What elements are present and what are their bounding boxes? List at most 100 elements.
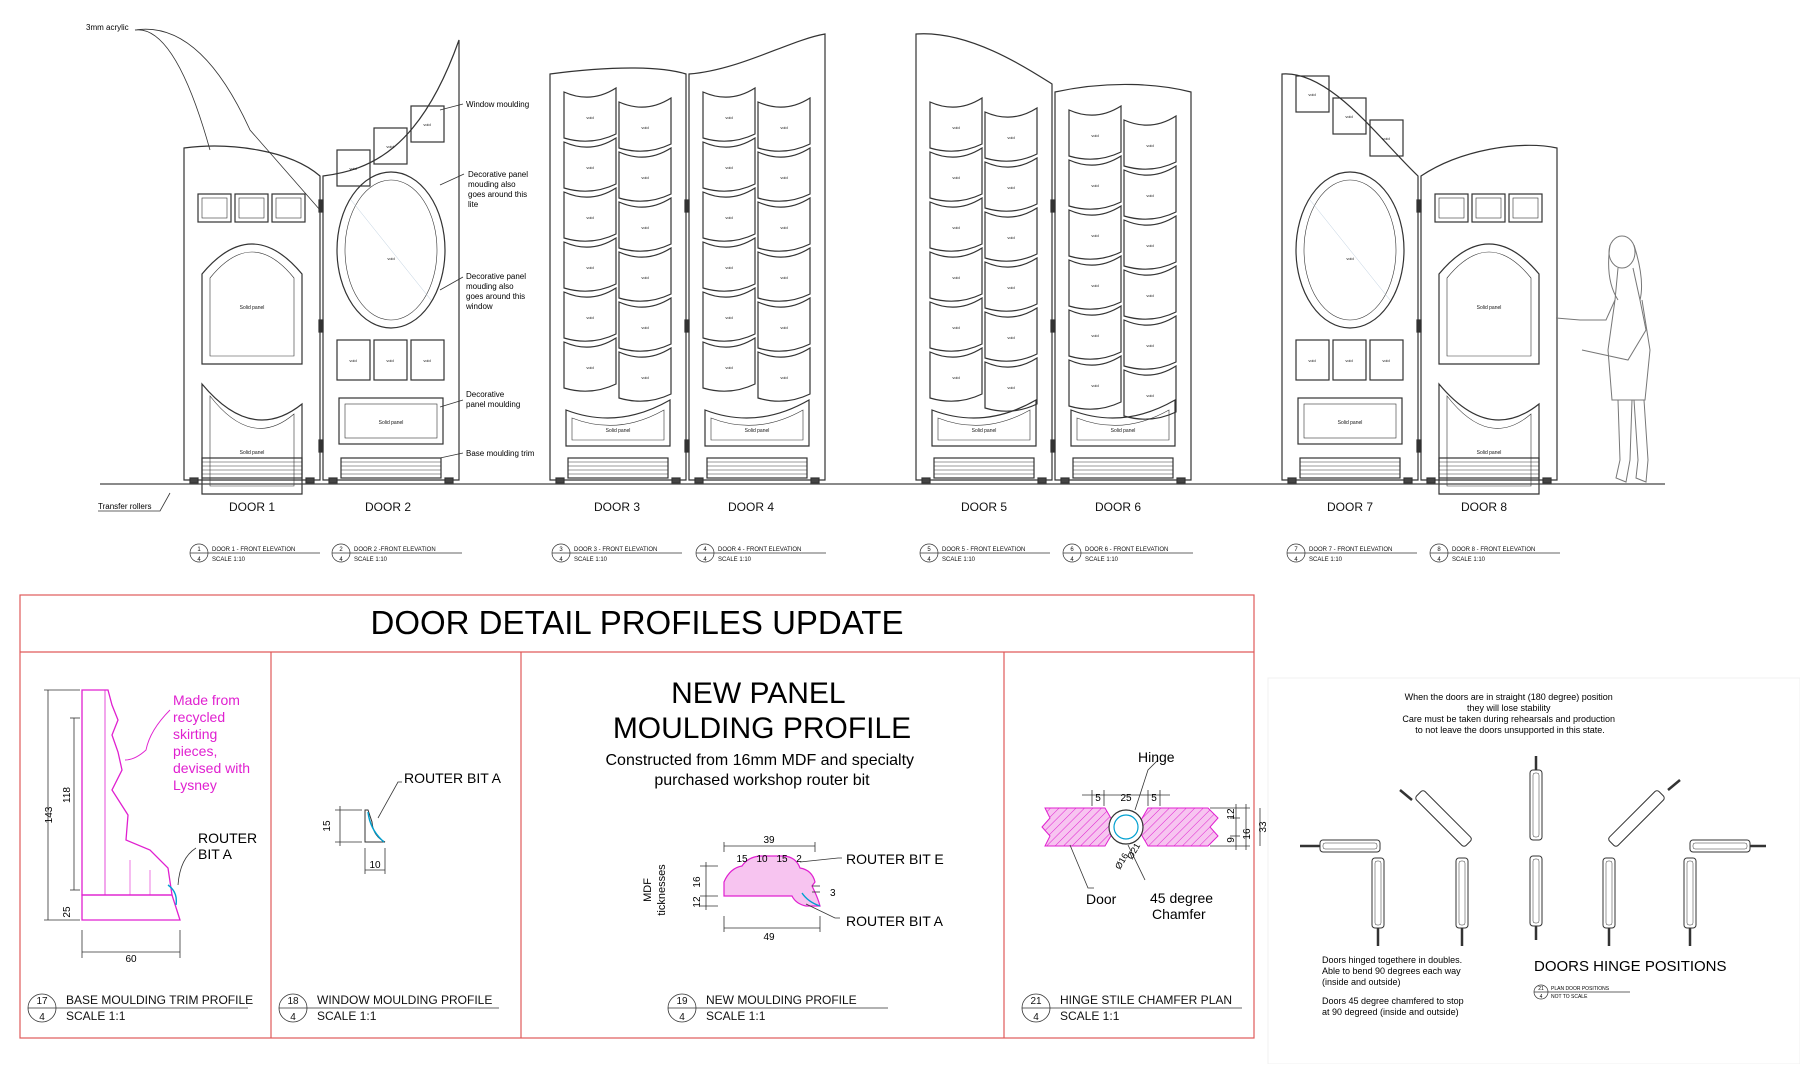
- plan-door: [1415, 790, 1472, 847]
- callout-base-trim: Base moulding trim: [466, 449, 535, 458]
- dim-hinge-e: 9: [1226, 837, 1237, 843]
- base-moulding: [340, 457, 442, 479]
- roller: [555, 477, 565, 484]
- void-label: void: [1007, 335, 1014, 340]
- glass-reflection: [1309, 199, 1391, 301]
- hinge-sheet: 4: [1540, 994, 1543, 1000]
- title-text: DOOR 5 - FRONT ELEVATION: [942, 547, 1025, 553]
- base-moulding: [706, 457, 808, 479]
- wave-lite: [984, 356, 1038, 412]
- roller: [1403, 477, 1413, 484]
- upper-solid-panel: [1438, 243, 1540, 365]
- solid-panel-label: Solid panel: [1477, 305, 1502, 311]
- wave-lite: [563, 236, 617, 292]
- panel-mdf-label-2: ticknesses: [656, 864, 668, 916]
- hinge-note-1: Doors hinged togethere in doubles. Able …: [1322, 955, 1465, 987]
- roller: [305, 477, 315, 484]
- title-text: DOOR 1 - FRONT ELEVATION: [212, 547, 295, 553]
- solid-panel-label: Solid panel: [1477, 450, 1502, 456]
- void-label: void: [586, 165, 593, 170]
- void-label: void: [1146, 343, 1153, 348]
- wave-lite: [702, 186, 756, 242]
- roller: [1037, 477, 1047, 484]
- roller: [671, 477, 681, 484]
- title-sheet: 4: [703, 557, 707, 563]
- void-label: void: [780, 125, 787, 130]
- door-label-4: DOOR 4: [728, 500, 774, 514]
- bottom-solid-panel-inner: [937, 409, 1031, 441]
- void-label: void: [725, 215, 732, 220]
- door-outline: [688, 33, 826, 481]
- roller: [1287, 477, 1297, 484]
- void-label: void: [952, 325, 959, 330]
- wave-lite: [563, 186, 617, 242]
- oval-window-moulding: [1295, 171, 1405, 329]
- door-5: voidvoidvoidvoidvoidvoidvoidvoidvoidvoid…: [915, 33, 1056, 484]
- detail-title: HINGE STILE CHAMFER PLAN: [1060, 993, 1232, 1007]
- base-profile-note: Made from recycled skirting pieces, devi…: [173, 692, 254, 793]
- door-outline: [1281, 73, 1419, 481]
- void-label: void: [586, 365, 593, 370]
- roller: [1426, 477, 1436, 484]
- lower-lite: [336, 339, 371, 381]
- hinge-note-2: Doors 45 degree chamfered to stop at 90 …: [1322, 996, 1466, 1017]
- plan-door-angled-2: [1608, 790, 1665, 847]
- title-text: DOOR 8 - FRONT ELEVATION: [1452, 547, 1535, 553]
- base-router-label: ROUTER BIT A: [198, 830, 261, 862]
- dim-hinge-f: 16: [1242, 828, 1253, 840]
- top-lite: [373, 127, 408, 165]
- wave-lite: [618, 96, 672, 152]
- void-label: void: [641, 275, 648, 280]
- plan-door-h1: [1319, 839, 1381, 853]
- title-tag: 2: [339, 547, 343, 553]
- dim-panel-c: 15: [776, 854, 788, 865]
- roller: [1542, 477, 1552, 484]
- panel-mdf-label-1: MDF: [642, 878, 654, 902]
- bottom-solid-panel-inner: [1303, 403, 1397, 439]
- plan-door-v2: [1455, 857, 1469, 929]
- void-label: void: [1007, 135, 1014, 140]
- wave-lite: [1068, 204, 1122, 260]
- dim-base-upper: 118: [62, 787, 73, 803]
- wave-lite: [984, 156, 1038, 212]
- top-lite-inner: [1438, 197, 1465, 219]
- panel-moulding-profile: NEW PANEL MOULDING PROFILE Constructed f…: [606, 677, 944, 943]
- solid-panel-label: Solid panel: [1338, 420, 1363, 426]
- bottom-solid-panel-inner: [344, 403, 438, 439]
- void-label: void: [1308, 358, 1315, 363]
- top-lite: [1369, 119, 1404, 157]
- detail-sheet: 4: [39, 1012, 45, 1023]
- detail-title: BASE MOULDING TRIM PROFILE: [66, 993, 253, 1007]
- plan-door-h2: [1689, 839, 1751, 853]
- panel-profile-heading: NEW PANEL MOULDING PROFILE: [613, 677, 911, 745]
- wave-lite: [1123, 314, 1177, 370]
- wave-lite: [929, 96, 983, 152]
- plan-door-inner: [1374, 860, 1382, 926]
- wave-lite: [1068, 304, 1122, 360]
- door-4: voidvoidvoidvoidvoidvoidvoidvoidvoidvoid…: [688, 33, 826, 484]
- bottom-solid-panel: [931, 398, 1037, 447]
- leader-rollers: [98, 492, 171, 512]
- top-lite-inner: [1512, 197, 1539, 219]
- void-label: void: [952, 175, 959, 180]
- void-label: void: [780, 375, 787, 380]
- bottom-solid-panel: [1297, 397, 1403, 445]
- lower-solid-panel: [1438, 382, 1540, 495]
- plan-door-v4: [1529, 855, 1543, 927]
- plan-door-inner: [1692, 842, 1748, 850]
- wave-lite: [702, 286, 756, 342]
- hinge-tag: 21: [1538, 986, 1544, 992]
- title-scale: SCALE 1:10: [942, 557, 976, 563]
- hinge-title: PLAN DOOR POSITIONS: [1551, 986, 1610, 992]
- lower-lite: [410, 339, 445, 381]
- door-3: voidvoidvoidvoidvoidvoidvoidvoidvoidvoid…: [549, 67, 690, 484]
- chamfer-label: 45 degree Chamfer: [1150, 890, 1217, 922]
- wave-lite: [929, 146, 983, 202]
- hinge-title-block: 21 4 PLAN DOOR POSITIONS NOT TO SCALE: [1533, 984, 1630, 1000]
- window-router-label: ROUTER BIT A: [404, 770, 502, 786]
- leader-base-trim: [439, 452, 464, 459]
- title-scale: SCALE 1:10: [354, 557, 388, 563]
